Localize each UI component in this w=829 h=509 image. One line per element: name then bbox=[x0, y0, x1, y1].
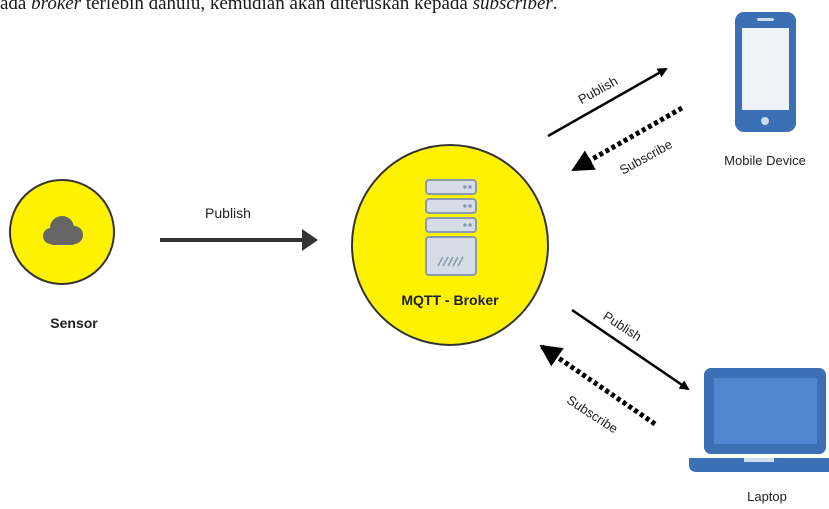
sensor-node bbox=[9, 179, 115, 285]
laptop-subscribe-label: Subscribe bbox=[564, 392, 621, 436]
laptop-subscribe-arrow bbox=[539, 343, 657, 427]
mobile-publish-arrow bbox=[547, 67, 668, 138]
sensor-publish-arrowhead bbox=[302, 229, 318, 251]
broker-label: MQTT - Broker bbox=[401, 292, 499, 308]
mobile-publish-label: Publish bbox=[576, 73, 621, 107]
laptop-publish-arrow bbox=[571, 308, 690, 391]
laptop-icon bbox=[689, 368, 829, 472]
server-icon bbox=[425, 179, 477, 276]
laptop-publish-label: Publish bbox=[600, 308, 644, 344]
cloud-icon bbox=[43, 216, 83, 245]
smartphone-icon bbox=[735, 12, 796, 132]
laptop-label: Laptop bbox=[747, 489, 787, 504]
sensor-label: Sensor bbox=[50, 315, 98, 331]
sensor-publish-label: Publish bbox=[205, 205, 251, 221]
mobile-device-label: Mobile Device bbox=[724, 153, 806, 168]
broker-node bbox=[351, 144, 549, 346]
caption-text: ada broker terlebih dahulu, kemudian aka… bbox=[0, 0, 558, 14]
